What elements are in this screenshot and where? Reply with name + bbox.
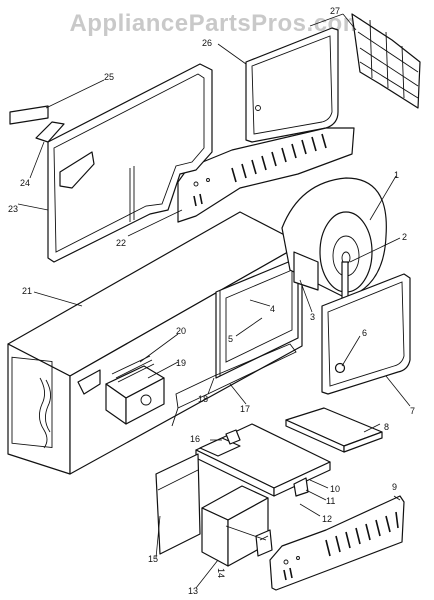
callout-18: 18	[198, 394, 208, 404]
callout-1: 1	[394, 170, 399, 180]
callout-26: 26	[202, 38, 212, 48]
lower-front-grille-panel	[269, 495, 405, 591]
callout-27: 27	[330, 6, 340, 16]
callout-8: 8	[384, 422, 389, 432]
callout-25: 25	[104, 72, 114, 82]
blower-housing	[281, 177, 387, 299]
callout-6: 6	[362, 328, 367, 338]
filter-grid	[351, 13, 421, 109]
callout-19: 19	[176, 358, 186, 368]
watermark: AppliancePartsPros.com	[69, 10, 365, 37]
callout-15: 15	[148, 554, 158, 564]
upper-front-grille-panel	[177, 127, 355, 223]
callout-9: 9	[392, 482, 397, 492]
control-box	[105, 355, 165, 425]
callout-24: 24	[20, 178, 30, 188]
callout-4: 4	[270, 304, 275, 314]
drain-pan-assembly	[195, 423, 331, 497]
drip-tray	[285, 407, 383, 453]
callout-10: 10	[330, 484, 340, 494]
top-access-door	[245, 27, 339, 143]
callout-13: 13	[188, 586, 198, 596]
callout-5: 5	[228, 334, 233, 344]
small-plate-25	[9, 105, 49, 125]
leader-lines	[17, 13, 411, 589]
small-plate-24	[35, 121, 65, 143]
callout-2: 2	[402, 232, 407, 242]
callout-11: 11	[326, 496, 335, 506]
callout-labels: 1 2 3 4 5 6 7 8 9 10 11 12 13 14 15 16 1…	[8, 6, 415, 596]
callout-21: 21	[22, 286, 32, 296]
left-bracket-panel	[155, 453, 201, 555]
callout-12: 12	[322, 514, 332, 524]
callout-20: 20	[176, 326, 186, 336]
callout-14: 14	[216, 568, 226, 578]
callout-7: 7	[410, 406, 415, 416]
callout-22: 22	[116, 238, 126, 248]
callout-23: 23	[8, 204, 18, 214]
callout-17: 17	[240, 404, 250, 414]
callout-16: 16	[190, 434, 200, 444]
bottom-bracket	[255, 529, 273, 557]
side-panel	[47, 63, 213, 263]
side-access-door	[321, 273, 411, 395]
callout-3: 3	[310, 312, 315, 322]
